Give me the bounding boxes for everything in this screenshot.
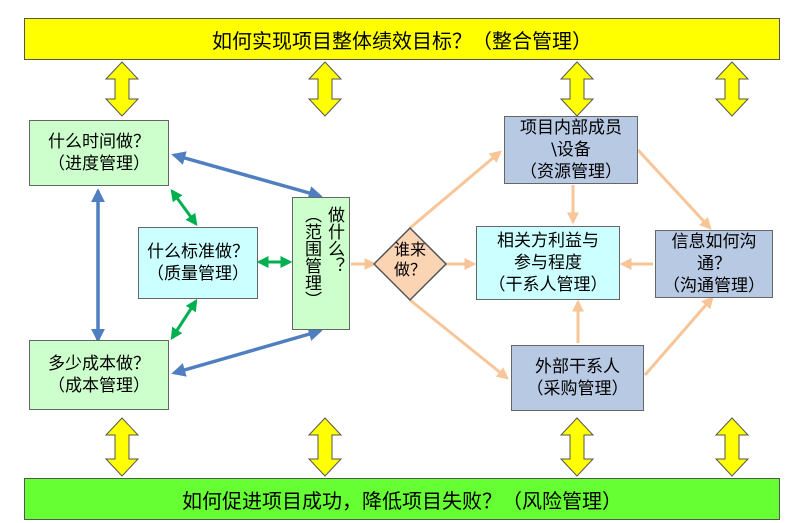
node-resource-line1: 项目内部成员: [520, 118, 622, 138]
node-communication-line2: 通？: [697, 254, 731, 274]
arrow-schedule-quality: [170, 189, 198, 226]
arrow-who-resource: [409, 150, 502, 230]
node-who-line1: 谁来: [393, 240, 426, 259]
node-procurement-line2: （采购管理）: [526, 379, 629, 399]
node-communication: 信息如何沟 通？ （沟通管理）: [655, 230, 773, 298]
node-scope-col1: 做什么？: [324, 206, 344, 274]
node-who-label: 谁来 做？: [385, 240, 435, 280]
yellow-connector-bottom-2: [307, 417, 343, 477]
arrow-quality-cost: [170, 298, 198, 341]
top-banner: 如何实现项目整体绩效目标？（整合管理）: [24, 18, 780, 60]
node-schedule-line1: 什么时间做？: [48, 132, 150, 152]
yellow-connector-bottom-4: [714, 417, 750, 477]
node-cost-line1: 多少成本做？: [48, 354, 150, 374]
node-resource: 项目内部成员 \设备 （资源管理）: [504, 116, 638, 184]
bottom-banner-text: 如何促进项目成功，降低项目失败？（风险管理）: [182, 488, 622, 513]
node-communication-line3: （沟通管理）: [663, 276, 765, 296]
yellow-connector-bottom-3: [559, 417, 595, 477]
node-stakeholder-line3: （干系人管理）: [488, 275, 608, 295]
node-resource-line3: （资源管理）: [520, 162, 622, 182]
node-quality-line2: （质量管理）: [147, 264, 249, 284]
node-who-line2: 做？: [393, 260, 426, 279]
node-communication-line1: 信息如何沟: [671, 232, 757, 252]
yellow-connector-bottom-1: [104, 417, 140, 477]
node-procurement: 外部干系人 （采购管理）: [511, 345, 644, 411]
node-resource-line2: \设备: [551, 140, 591, 160]
node-schedule: 什么时间做？ （进度管理）: [29, 120, 169, 186]
node-procurement-line1: 外部干系人: [535, 357, 620, 377]
arrow-who-procurement: [409, 298, 509, 380]
arrow-procurement-communication: [643, 296, 714, 376]
who-diamond: [372, 226, 448, 302]
node-stakeholder: 相关方利益与 参与程度 （干系人管理）: [476, 226, 620, 300]
arrow-cost-scope: [171, 327, 323, 377]
top-banner-text: 如何实现项目整体绩效目标？（整合管理）: [212, 28, 592, 53]
node-quality-line1: 什么标准做？: [147, 242, 249, 262]
node-cost: 多少成本做？ （成本管理）: [29, 340, 169, 410]
arrow-resource-communication: [636, 148, 712, 230]
yellow-connector-top-4: [714, 61, 750, 117]
node-quality: 什么标准做？ （质量管理）: [138, 227, 258, 299]
yellow-connector-top-3: [559, 61, 595, 117]
bottom-banner: 如何促进项目成功，降低项目失败？（风险管理）: [24, 478, 780, 520]
yellow-connector-top-1: [104, 61, 140, 117]
node-scope-col2: （范围管理）: [301, 206, 321, 308]
node-stakeholder-line1: 相关方利益与: [497, 231, 599, 251]
node-stakeholder-line2: 参与程度: [514, 253, 582, 273]
node-schedule-line2: （进度管理）: [48, 154, 150, 174]
node-cost-line2: （成本管理）: [48, 376, 150, 396]
node-scope: 做什么？ （范围管理）: [292, 197, 350, 330]
yellow-connector-top-2: [307, 61, 343, 117]
arrow-schedule-scope: [171, 151, 323, 200]
